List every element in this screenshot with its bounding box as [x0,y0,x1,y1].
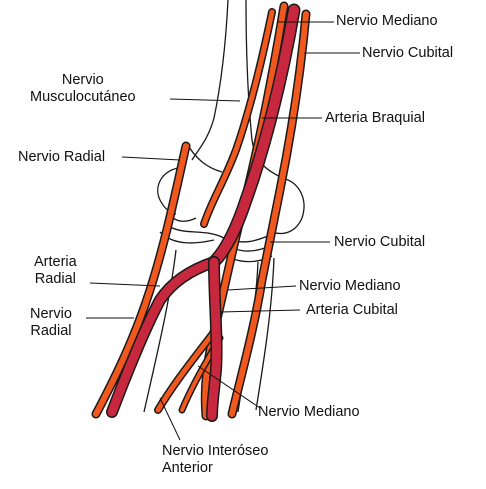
label-musculo-line1: Nervio [61,72,104,88]
label-radial-artery: Arteria Radial [34,254,77,288]
humerus-left-edge [191,0,229,161]
arteries [106,3,301,422]
leader-median-mid [227,285,297,291]
label-median-nerve-mid: Nervio Mediano [299,278,401,294]
label-ulnar-nerve-mid: Nervio Cubital [334,234,426,250]
label-radial-nerve-low: Nervio Radial [30,306,72,340]
anterior-interosseous-nerve [155,329,217,413]
radial-nerve [93,143,189,417]
label-radial-low-line1: Nervio [30,306,72,322]
radial-artery [107,257,219,417]
label-median-nerve-top: Nervio Mediano [336,13,438,29]
label-ulnar-artery: Arteria Cubital [306,302,398,318]
leader-radial-top [121,156,181,161]
leader-interoseo [159,397,181,441]
leader-median-low [197,365,261,409]
ulnar-nerve [229,11,309,417]
label-median-nerve-low: Nervio Mediano [258,404,360,420]
label-musculocutaneous-nerve: Nervio Musculocutáneo [30,72,136,106]
label-interoseo-line1: Nervio Interóseo [162,443,269,459]
nerves [91,1,311,421]
medial-epicondyle [271,177,305,235]
label-brachial-artery: Arteria Braquial [325,110,425,126]
label-interoseo-line2: Anterior [162,460,213,476]
radius-inner-edge [143,249,177,413]
ulna-outer-edge [255,257,275,411]
joint-line [167,225,269,243]
label-ulnar-nerve-top: Nervio Cubital [362,45,454,61]
leader-arteria-radial [89,282,161,287]
brachial-artery [209,5,299,267]
musculocutaneous-nerve [201,9,275,227]
label-radial-low-line2: Radial [30,323,72,339]
leader-musculocutaneous [169,98,241,102]
fossa-line [185,141,223,173]
label-radial-nerve-top: Nervio Radial [18,149,106,165]
ulnar-artery [207,257,222,421]
label-anterior-interosseous-nerve: Nervio Interóseo Anterior [162,443,268,477]
label-arteria-radial-line1: Arteria [34,254,77,270]
humerus-right-edge [245,0,283,179]
leader-lines [86,21,360,441]
median-nerve [202,3,287,419]
leader-arteria-cubital [219,309,301,313]
label-arteria-radial-line2: Radial [34,271,76,287]
label-musculo-line2: Musculocutáneo [30,89,136,105]
